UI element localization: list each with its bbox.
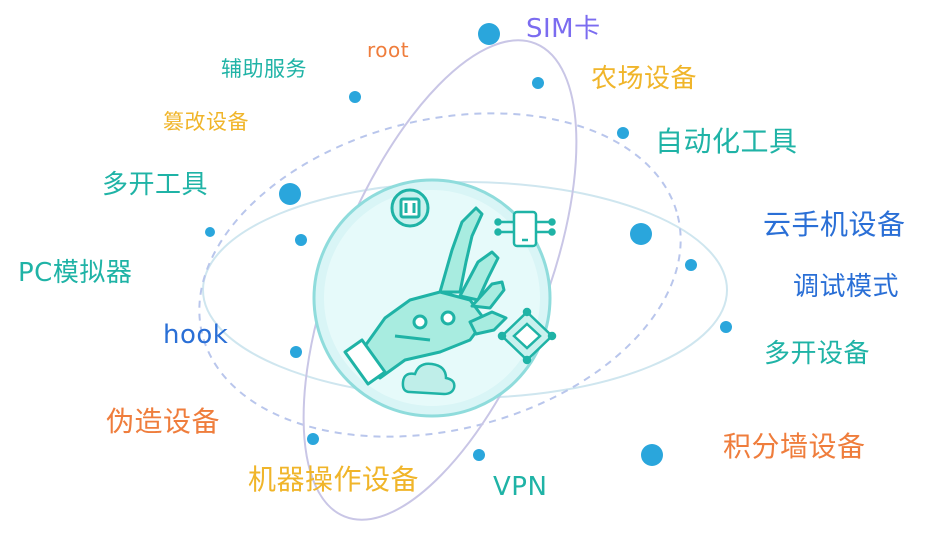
robot-hand-icon xyxy=(343,206,508,386)
label-cloud-phone-device: 云手机设备 xyxy=(763,208,906,241)
label-fake-device: 伪造设备 xyxy=(106,405,221,438)
chip-icon xyxy=(390,188,430,228)
network-node-icon xyxy=(497,307,557,365)
cloud-icon xyxy=(401,362,456,396)
orbit-dot xyxy=(532,77,544,89)
label-multi-open-device: 多开设备 xyxy=(764,339,871,369)
orbit-dot xyxy=(617,127,629,139)
label-hook: hook xyxy=(163,320,229,350)
orbit-dot-large xyxy=(279,183,301,205)
orbit-dashed xyxy=(198,112,682,438)
label-root: root xyxy=(367,38,410,62)
orbit-dot xyxy=(685,259,697,271)
orbit-dot xyxy=(349,91,361,103)
label-debug-mode: 调试模式 xyxy=(793,272,900,302)
label-automation-tool: 自动化工具 xyxy=(655,125,798,158)
orbit-dot-large xyxy=(478,23,500,45)
orbit-dot-large xyxy=(641,444,663,466)
phone-circuit-icon xyxy=(494,210,556,248)
label-pc-emulator: PC模拟器 xyxy=(18,258,133,288)
label-machine-operated-device: 机器操作设备 xyxy=(248,463,420,496)
label-sim-card: SIM卡 xyxy=(526,14,601,44)
label-offerwall-device: 积分墙设备 xyxy=(723,430,866,463)
label-farm-device: 农场设备 xyxy=(591,64,698,94)
orbit-dot xyxy=(295,234,307,246)
orbit-dot xyxy=(290,346,302,358)
orbit-dot xyxy=(720,321,732,333)
label-multi-open-tool: 多开工具 xyxy=(102,170,209,200)
label-vpn: VPN xyxy=(493,472,548,502)
orbit-dot xyxy=(307,433,319,445)
label-tamper-device: 篡改设备 xyxy=(163,110,249,134)
label-assist-service: 辅助服务 xyxy=(221,57,307,81)
orbit-dot-large xyxy=(630,223,652,245)
orbit-dot xyxy=(473,449,485,461)
orbit-dot xyxy=(205,227,215,237)
